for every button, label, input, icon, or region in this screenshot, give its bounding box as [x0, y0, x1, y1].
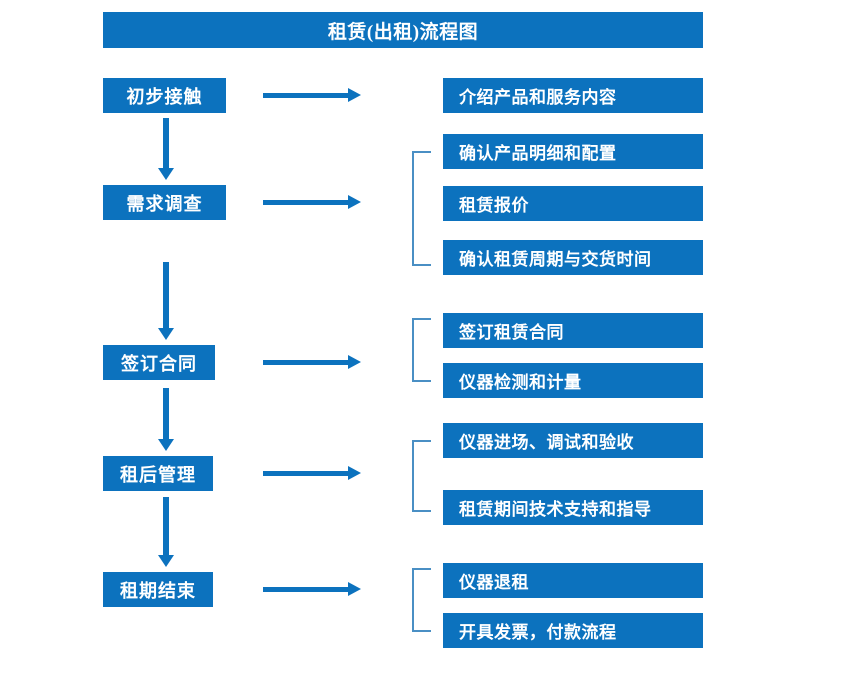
diagram-title: 租赁(出租)流程图: [103, 12, 703, 48]
arrow-head: [158, 555, 174, 567]
arrow-shaft: [163, 118, 169, 168]
detail-box-que-ren-zu-lin-zhou-qi[interactable]: 确认租赁周期与交货时间: [443, 240, 703, 275]
detail-box-yi-qi-jin-chang[interactable]: 仪器进场、调试和验收: [443, 423, 703, 458]
arrow-shaft: [263, 360, 349, 365]
group-bracket-zu-qi-jie-shu: [412, 568, 431, 632]
arrow-shaft: [263, 587, 349, 592]
arrow-shaft: [163, 497, 169, 555]
arrow-shaft: [263, 93, 349, 98]
horizontal-arrow-2: [263, 195, 361, 209]
detail-box-kai-ju-fa-piao[interactable]: 开具发票，付款流程: [443, 613, 703, 648]
horizontal-arrow-3: [263, 355, 361, 369]
vertical-arrow-2: [158, 262, 174, 340]
arrow-head: [348, 582, 361, 596]
horizontal-arrow-1: [263, 88, 361, 102]
group-bracket-qian-ding-he-tong: [412, 318, 431, 382]
stage-box-zu-hou-guan-li[interactable]: 租后管理: [103, 456, 213, 491]
arrow-head: [348, 195, 361, 209]
vertical-arrow-4: [158, 497, 174, 567]
detail-box-yi-qi-tui-zu[interactable]: 仪器退租: [443, 563, 703, 598]
arrow-head: [348, 466, 361, 480]
arrow-head: [158, 168, 174, 180]
group-bracket-zu-hou-guan-li: [412, 440, 431, 512]
horizontal-arrow-5: [263, 582, 361, 596]
stage-box-chu-bu-jie-chu[interactable]: 初步接触: [103, 78, 226, 113]
arrow-head: [158, 439, 174, 451]
arrow-shaft: [263, 200, 349, 205]
detail-box-qian-ding-zu-lin-he-tong[interactable]: 签订租赁合同: [443, 313, 703, 348]
detail-box-zu-lin-qi-jian-ji-shu-zhi-chi[interactable]: 租赁期间技术支持和指导: [443, 490, 703, 525]
detail-box-zu-lin-bao-jia[interactable]: 租赁报价: [443, 186, 703, 221]
stage-box-zu-qi-jie-shu[interactable]: 租期结束: [103, 572, 213, 607]
arrow-shaft: [163, 262, 169, 328]
horizontal-arrow-4: [263, 466, 361, 480]
arrow-head: [348, 355, 361, 369]
vertical-arrow-3: [158, 388, 174, 451]
detail-box-que-ren-chan-pin-ming-xi[interactable]: 确认产品明细和配置: [443, 134, 703, 169]
arrow-shaft: [263, 471, 349, 476]
stage-box-qian-ding-he-tong[interactable]: 签订合同: [103, 345, 215, 380]
detail-box-jie-shao-chan-pin[interactable]: 介绍产品和服务内容: [443, 78, 703, 113]
stage-box-xu-qiu-diao-cha[interactable]: 需求调查: [103, 185, 226, 220]
detail-box-yi-qi-jian-ce-he-ji-liang[interactable]: 仪器检测和计量: [443, 363, 703, 398]
arrow-shaft: [163, 388, 169, 439]
vertical-arrow-1: [158, 118, 174, 180]
group-bracket-xu-qiu-diao-cha: [412, 151, 431, 266]
arrow-head: [158, 328, 174, 340]
arrow-head: [348, 88, 361, 102]
